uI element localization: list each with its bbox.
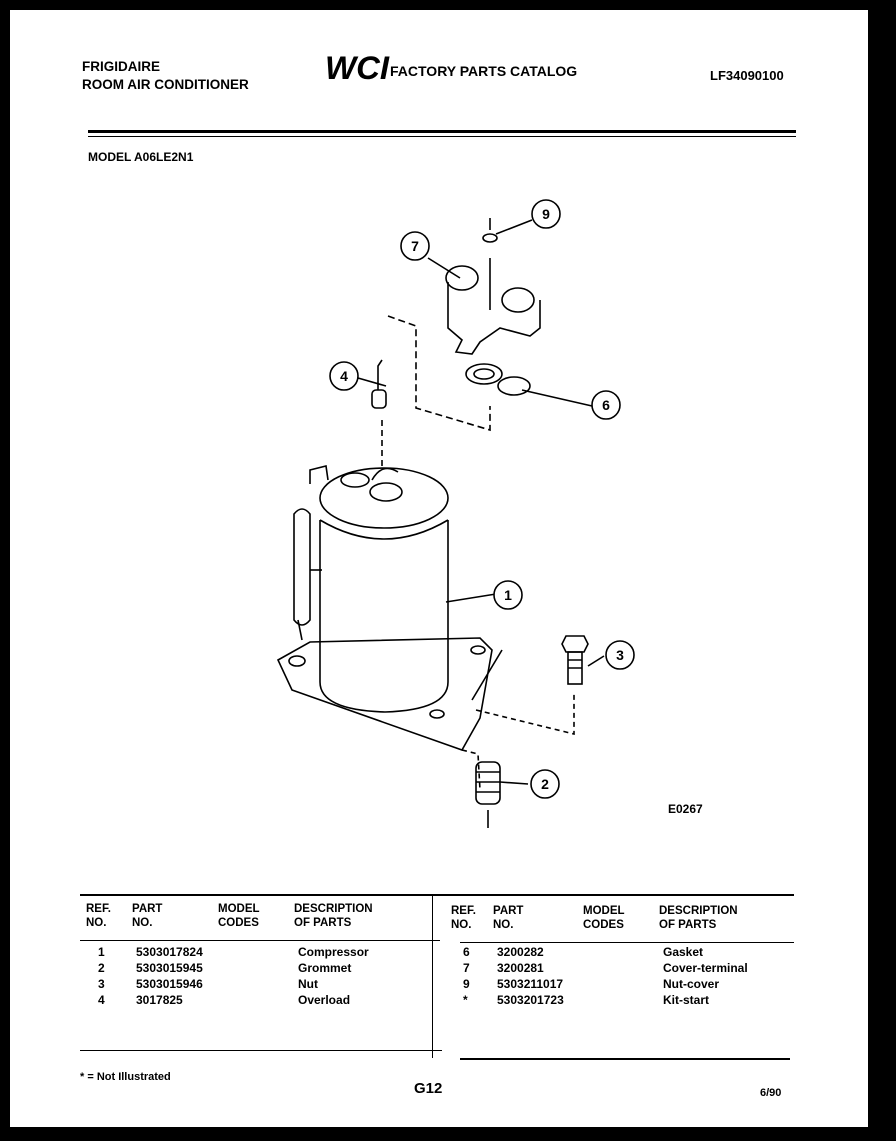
model-number: MODEL A06LE2N1 [88,150,194,164]
model-codes-cell [583,976,659,992]
catalog-page: FRIGIDAIRE ROOM AIR CONDITIONER WCI FACT… [10,10,868,1127]
ref-cell: 6 [463,945,470,959]
accumulator [293,508,311,626]
table-top-rule [80,894,794,896]
ref-cell: 2 [98,961,105,975]
part-number-cell: 5303017824 [136,945,203,959]
exploded-diagram: 1 2 3 4 6 7 9 [276,199,635,828]
overload [371,389,387,409]
description-cell: Gasket [663,945,704,959]
col-ref: REF.NO. [86,903,111,929]
table-row: 6 3200282 Gasket [451,944,789,960]
model-codes-cell [218,960,294,976]
description-cell: Kit-start [663,993,710,1007]
brand-header: FRIGIDAIRE ROOM AIR CONDITIONER [82,58,249,94]
table-row: 3 5303015946 Nut [86,976,434,992]
footnote: * = Not Illustrated [80,1071,171,1083]
ref-cell: 9 [463,977,470,991]
part-number-cell: 5303211017 [497,977,564,991]
model-codes-cell [583,960,659,976]
table-row: 1 5303017824 Compressor [86,944,434,960]
diagram-code: E0267 [668,802,703,816]
svg-text:4: 4 [340,368,348,384]
compressor-body [319,520,449,713]
logo-text: WCI [325,50,390,84]
product-line: ROOM AIR CONDITIONER [82,77,249,92]
brand-name: FRIGIDAIRE [82,59,161,74]
svg-text:1: 1 [504,587,512,603]
callout-2: 2 [530,769,560,799]
model-codes-cell [583,992,659,1008]
nut-cover [482,233,498,243]
callout-6: 6 [591,390,621,420]
gasket [465,363,503,385]
table-head-rule-right [460,942,794,943]
header-rule-thick [88,130,796,133]
part-number-cell: 3017825 [136,993,183,1007]
table-divider [432,896,433,1058]
table-bottom-rule-left [80,1050,442,1051]
part-number-cell: 3200282 [497,945,544,959]
nut [561,635,589,653]
model-codes-cell [218,992,294,1008]
part-number-cell: 5303015945 [136,961,203,975]
part-number-cell: 5303015946 [136,977,203,991]
catalog-number: LF34090100 [710,68,784,83]
description-cell: Compressor [298,945,369,959]
callout-9: 9 [531,199,561,229]
part-number-cell: 3200281 [497,961,544,975]
model-codes-cell [218,944,294,960]
suction-tube [309,465,329,484]
table-bottom-rule-right [460,1058,790,1060]
description-cell: Overload [298,993,351,1007]
table-row: * 5303201723 Kit-start [451,992,789,1008]
col-ref: REF.NO. [451,905,476,931]
svg-text:7: 7 [411,238,419,254]
description-cell: Nut-cover [663,977,720,991]
table-head-rule-left [80,940,440,941]
svg-text:9: 9 [542,206,550,222]
description-cell: Grommet [298,961,352,975]
catalog-title: FACTORY PARTS CATALOG [390,63,578,79]
ref-cell: 4 [98,993,105,1007]
page-number: G12 [414,1080,443,1097]
cover-terminal [447,282,541,355]
svg-text:2: 2 [541,776,549,792]
model-codes-cell [583,944,659,960]
model-codes-cell [218,976,294,992]
grommet [475,761,501,805]
header-rule-thin [88,136,796,137]
description-cell: Cover-terminal [663,961,748,975]
table-row: 4 3017825 Overload [86,992,434,1008]
table-row: 7 3200281 Cover-terminal [451,960,789,976]
ref-cell: 1 [98,945,105,959]
table-row: 9 5303211017 Nut-cover [451,976,789,992]
svg-text:3: 3 [616,647,624,663]
wci-logo: WCI [325,50,390,84]
callout-4: 4 [329,361,359,391]
ref-cell: 7 [463,961,470,975]
mounting-base-plate [276,637,493,751]
revision-date: 6/90 [760,1087,782,1099]
ref-cell: 3 [98,977,105,991]
callout-1: 1 [493,580,523,610]
callout-3: 3 [605,640,635,670]
description-cell: Nut [298,977,318,991]
compressor-top [319,467,449,529]
ref-cell: * [463,993,468,1007]
table-row: 2 5303015945 Grommet [86,960,434,976]
part-number-cell: 5303201723 [497,993,564,1007]
svg-text:6: 6 [602,397,610,413]
callout-7: 7 [400,231,430,261]
